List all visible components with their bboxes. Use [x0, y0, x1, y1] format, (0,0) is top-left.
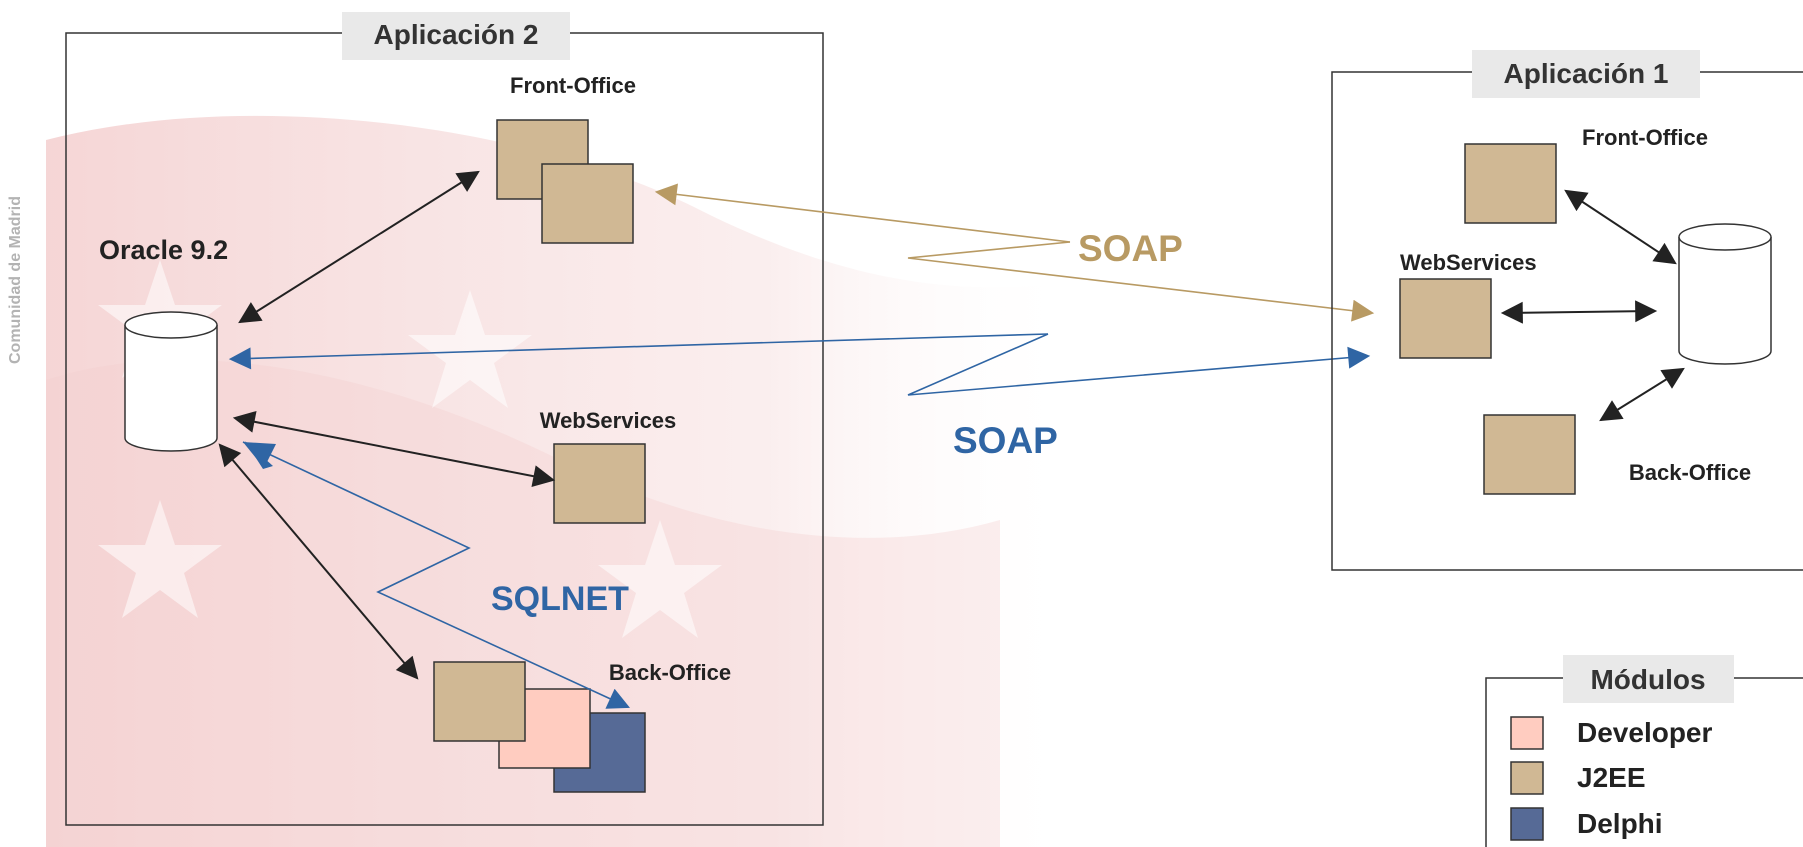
app1-database-icon — [1678, 223, 1772, 365]
app1-frame: Aplicación 1 — [1331, 50, 1803, 571]
app2-webservices-label: WebServices — [540, 408, 677, 433]
app2-back-office-modules — [433, 661, 646, 793]
sqlnet-label: SQLNET — [491, 580, 629, 618]
app1-front-office-module — [1464, 143, 1557, 224]
legend-swatch-developer — [1510, 716, 1544, 750]
app2-frame: Aplicación 2 — [65, 12, 824, 826]
app2-back-office-label: Back-Office — [609, 660, 731, 685]
legend-title: Módulos — [1590, 664, 1705, 695]
legend-item-label: Delphi — [1577, 808, 1663, 839]
app1-front-office-label: Front-Office — [1582, 125, 1708, 150]
oracle-label: Oracle 9.2 — [99, 235, 228, 265]
app1-back-office-module — [1483, 414, 1576, 495]
app1-webservices-module — [1399, 278, 1492, 359]
j2ee-module — [433, 661, 526, 742]
soap-blue-link — [907, 333, 1371, 396]
oracle-backoffice-arrow — [218, 443, 419, 680]
app2-webservices-module — [553, 443, 646, 524]
app1-webservices-label: WebServices — [1400, 250, 1537, 275]
sqlnet-arrowhead-start-fill — [243, 442, 276, 468]
legend: Módulos Developer J2EE Delphi — [1485, 655, 1803, 847]
app1-title: Aplicación 1 — [1504, 58, 1669, 89]
soap-blue-link-return — [228, 333, 1049, 370]
soap-tan-link-return — [654, 183, 1071, 243]
soap-bottom-label: SOAP — [953, 420, 1058, 461]
legend-item-label: J2EE — [1577, 762, 1646, 793]
app1-back-office-label: Back-Office — [1629, 460, 1751, 485]
legend-swatch-delphi — [1510, 807, 1544, 841]
app2-front-office-label: Front-Office — [510, 73, 636, 98]
app1-frontoffice-db-arrow — [1564, 189, 1677, 265]
soap-tan-link — [907, 241, 1375, 322]
legend-swatch-j2ee — [1510, 761, 1544, 795]
app2-title: Aplicación 2 — [374, 19, 539, 50]
app1-backoffice-db-arrow — [1599, 367, 1685, 422]
oracle-webservices-arrow — [232, 410, 556, 488]
legend-item-label: Developer — [1577, 717, 1712, 748]
oracle-frontoffice-arrow — [238, 170, 480, 324]
module-block — [541, 163, 634, 244]
app1-webservices-db-arrow — [1500, 300, 1658, 324]
soap-top-label: SOAP — [1078, 228, 1183, 269]
oracle-database-icon — [124, 311, 218, 452]
app2-front-office-modules — [496, 119, 634, 244]
sqlnet-link — [242, 441, 630, 709]
